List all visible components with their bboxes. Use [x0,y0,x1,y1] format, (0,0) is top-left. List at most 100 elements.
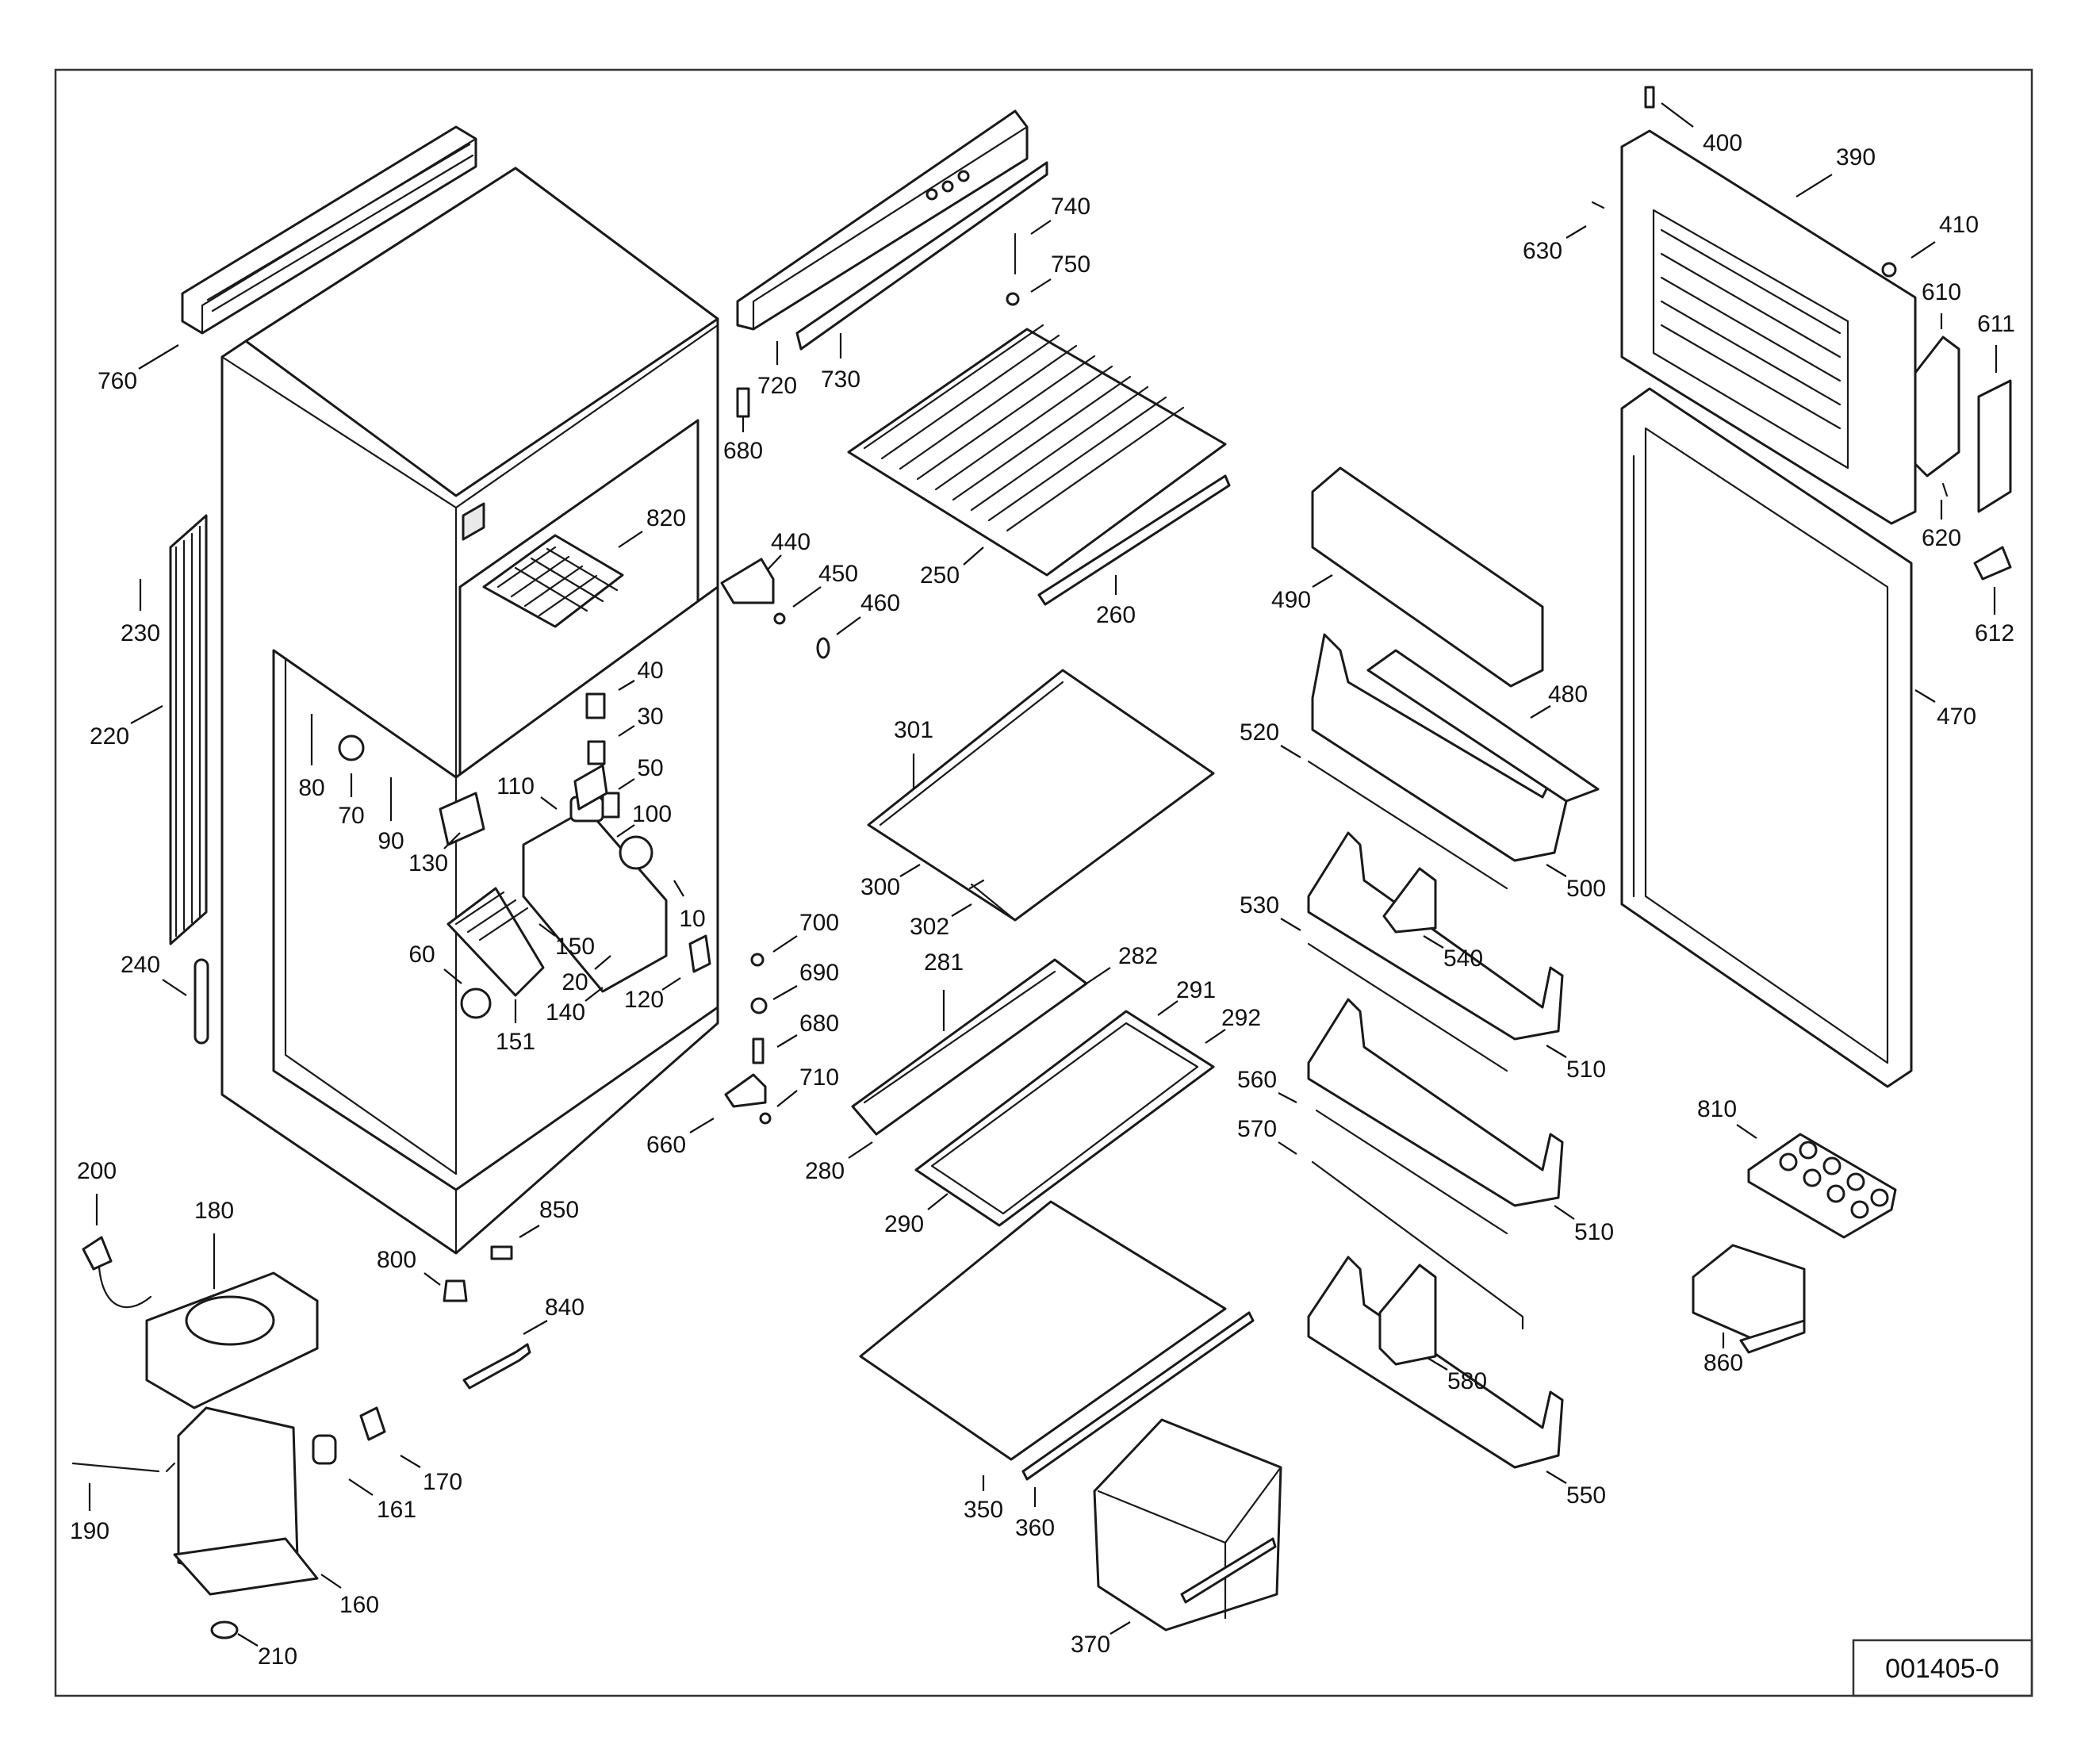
leader-line [963,546,984,566]
butter-box [1692,1244,1806,1354]
handle [1977,379,2012,513]
callout-number: 60 [408,941,435,968]
leader-line [1278,1092,1297,1103]
leader-line [523,1320,548,1335]
leader-line [951,903,972,917]
callout-number: 570 [1237,1116,1277,1142]
callout-50: 50 [618,755,664,790]
screw-630 [1591,201,1605,209]
leader-line [618,531,643,548]
leader-line [320,1574,342,1589]
callout-740: 740 [1030,194,1090,235]
leader-line [138,344,179,370]
callout-410: 410 [1910,212,1979,259]
callout-570: 570 [1237,1116,1297,1155]
upper-hinge [720,558,775,604]
callout-710: 710 [776,1064,839,1107]
door-cap [1881,262,1897,278]
callout-800: 800 [377,1247,441,1286]
callout-number: 660 [646,1132,686,1158]
washer [750,953,765,967]
leader-line [776,1090,798,1107]
leader-line [1427,1357,1448,1371]
callout-number: 151 [496,1029,535,1055]
callout-number: 740 [1051,194,1090,220]
callout-530: 530 [1240,892,1301,931]
leader-line [1795,174,1833,197]
leader-line [443,968,462,984]
thermostat-assembly [338,692,711,1019]
callout-200: 200 [77,1158,117,1225]
callout-number: 390 [1836,144,1876,171]
leader-line [1157,1000,1178,1016]
leveling-foot [443,1279,468,1302]
callout-number: 360 [1015,1515,1055,1541]
callout-number: 190 [70,1518,109,1544]
leader-line [1109,1621,1131,1635]
callout-number: 161 [377,1497,416,1523]
callout-number: 30 [637,704,663,730]
callout-number: 220 [90,723,129,750]
crisper-trim [1021,1311,1255,1481]
leader-line [348,1478,374,1496]
callout-number: 281 [924,949,964,976]
hinge-pin-upper [736,387,750,418]
callout-110: 110 [496,773,558,810]
callout-450: 450 [792,561,858,608]
callout-540: 540 [1423,935,1483,972]
hinge-pin-lower [752,1037,765,1064]
callout-470: 470 [1914,689,1976,730]
screw-620 [1941,482,1949,497]
callout-number: 612 [1975,620,2014,646]
callout-number: 80 [298,775,324,801]
callout-number: 680 [723,438,763,464]
callout-number: 290 [884,1211,924,1237]
leader-line [1914,689,1936,703]
leader-line [616,824,635,838]
callout-number: 20 [561,969,588,995]
callout-number: 370 [1071,1632,1110,1658]
callout-number: 130 [408,850,448,876]
leader-line [899,864,921,877]
callout-612: 612 [1975,587,2014,646]
callout-630: 630 [1523,225,1587,264]
callout-210: 210 [237,1633,297,1670]
leader-line [767,554,782,570]
callout-291: 291 [1157,977,1216,1016]
callout-292: 292 [1205,1005,1261,1044]
callout-number: 280 [805,1158,845,1184]
handle-cover [1914,336,1960,477]
parts-artwork [71,86,2012,1639]
leader-line [792,586,822,608]
leader-line [540,796,558,810]
callout-510: 510 [1546,1045,1606,1083]
callout-number: 240 [121,952,160,978]
leader-line [772,935,798,953]
freezer-door [1620,129,1917,525]
callout-860: 860 [1704,1333,1743,1376]
drawing-number: 001405-0 [1885,1654,1999,1684]
leader-line [1554,1205,1575,1220]
control-panel [736,109,1048,351]
hinge-screw [773,612,786,625]
callout-number: 282 [1118,943,1158,969]
callout-750: 750 [1030,251,1090,293]
callout-10: 10 [673,880,706,932]
electrical-box [145,1271,319,1409]
callout-number: 760 [98,368,137,394]
callout-282: 282 [1086,943,1158,984]
leader-line [1661,102,1694,128]
leader-line [1910,241,1936,259]
leader-line [423,1272,441,1286]
leader-line [689,1118,715,1133]
callout-550: 550 [1546,1471,1606,1509]
callout-number: 860 [1704,1350,1743,1376]
leader-line [1030,220,1052,235]
leader-line [927,1193,949,1210]
wrench [462,1343,531,1390]
hinge-screw-lower [759,1112,772,1125]
callout-840: 840 [523,1294,584,1335]
callout-number: 301 [894,717,933,743]
callout-40: 40 [618,658,664,691]
callout-number: 110 [496,773,535,800]
